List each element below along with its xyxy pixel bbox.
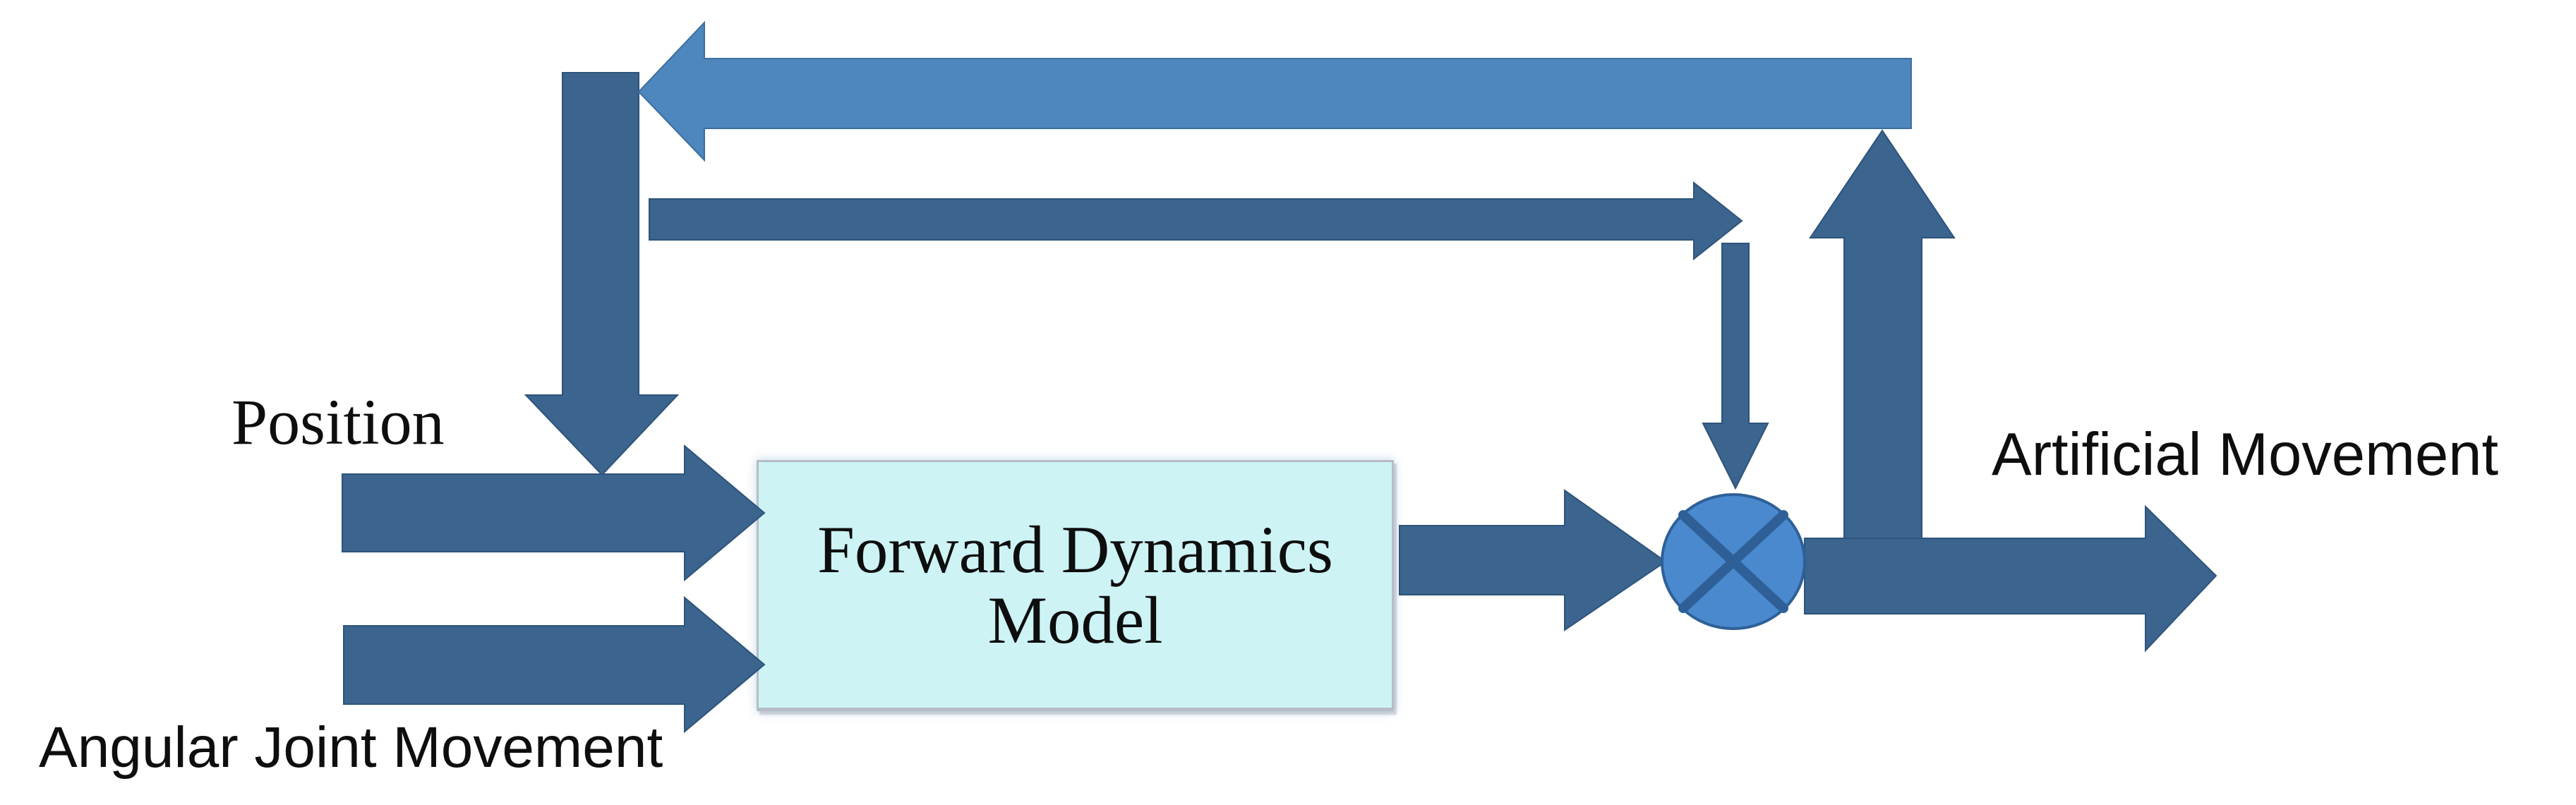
position-label: Position — [231, 386, 445, 458]
multiply-junction-icon — [1661, 493, 1806, 630]
inner-feedforward-drop-arrow-icon — [1702, 243, 1769, 490]
forward-dynamics-model-label: Forward Dynamics Model — [817, 512, 1333, 658]
angular-joint-movement-label: Angular Joint Movement — [39, 715, 663, 780]
angular-input-arrow-icon — [343, 595, 766, 734]
position-input-arrow-icon — [342, 444, 766, 582]
artificial-output-arrow-icon — [1804, 504, 2217, 653]
feedback-up-arrow-icon — [1809, 129, 1956, 543]
inner-feedforward-arrow-icon — [649, 181, 1743, 261]
model-output-arrow-icon — [1399, 489, 1667, 631]
feedback-down-arrow-icon — [524, 72, 680, 476]
artificial-movement-label: Artificial Movement — [1992, 421, 2498, 488]
forward-dynamics-model-box: Forward Dynamics Model — [757, 460, 1394, 711]
outer-feedback-arrow-icon — [637, 20, 1912, 162]
